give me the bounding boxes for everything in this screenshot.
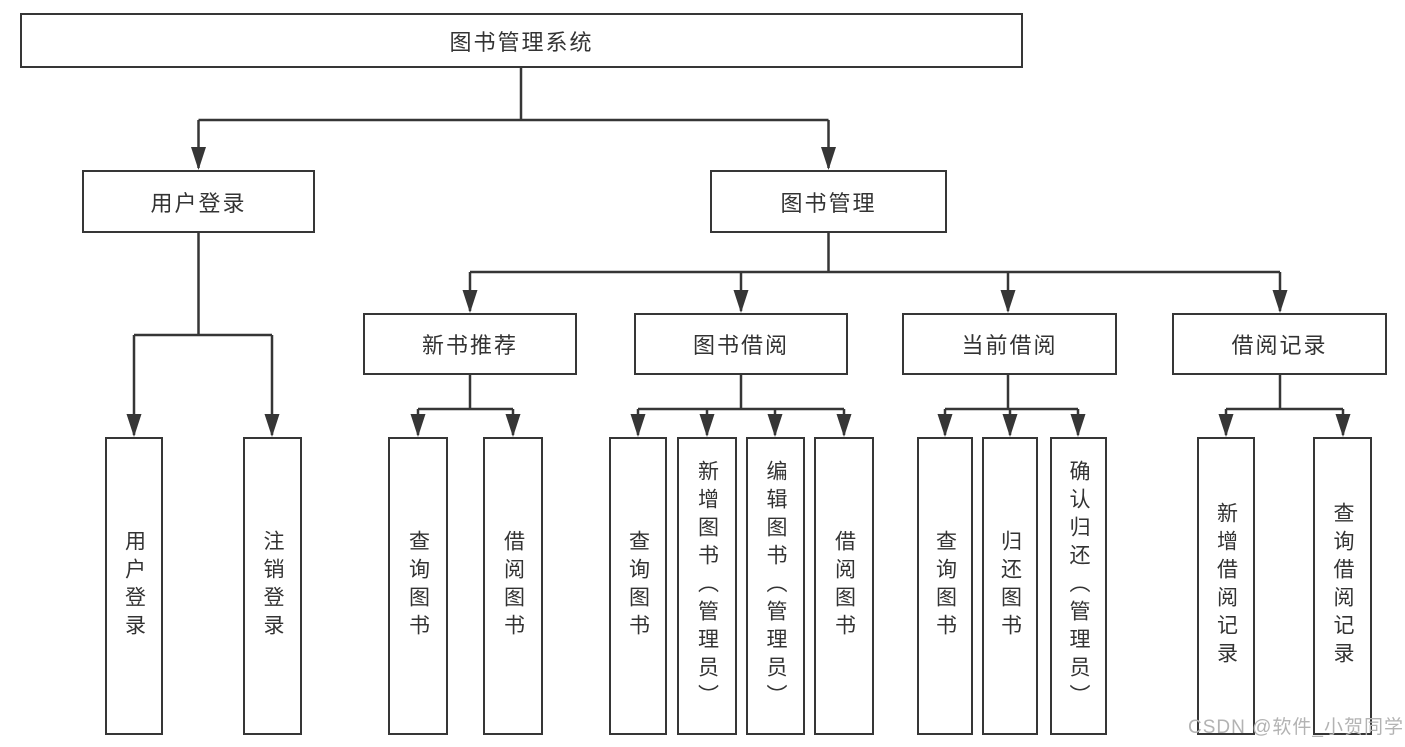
leaf-query-books-current: 查询图书	[917, 437, 973, 735]
leaf-label: 注销登录	[261, 530, 284, 642]
leaf-label: 查询图书	[933, 530, 957, 642]
leaf-borrow-books-borrowing: 借阅图书	[814, 437, 874, 735]
node-label: 图书管理系统	[449, 29, 594, 55]
node-label: 图书管理	[780, 190, 877, 216]
node-library-management-system: 图书管理系统	[20, 13, 1023, 68]
node-label: 借阅记录	[1231, 333, 1328, 358]
leaf-label: 归还图书	[998, 530, 1022, 642]
leaf-add-book-admin: 新增图书（管理员）	[677, 437, 737, 735]
leaf-query-borrow-record: 查询借阅记录	[1313, 437, 1372, 735]
leaf-add-borrow-record: 新增借阅记录	[1197, 437, 1255, 735]
node-new-book-recommend: 新书推荐	[363, 313, 577, 375]
leaf-confirm-return-admin: 确认归还（管理员）	[1050, 437, 1107, 735]
node-book-borrowing: 图书借阅	[634, 313, 848, 375]
leaf-query-books-borrowing: 查询图书	[609, 437, 667, 735]
node-label: 新书推荐	[421, 333, 518, 358]
leaf-label: 查询图书	[626, 530, 650, 642]
node-user-login: 用户登录	[82, 170, 315, 233]
node-book-management: 图书管理	[710, 170, 947, 233]
node-label: 当前借阅	[961, 333, 1058, 358]
leaf-label: 查询图书	[406, 530, 430, 642]
node-label: 用户登录	[150, 190, 247, 216]
leaf-query-books-recommend: 查询图书	[388, 437, 448, 735]
leaf-label: 编辑图书（管理员）	[764, 460, 787, 712]
leaf-borrow-books-recommend: 借阅图书	[483, 437, 543, 735]
leaf-label: 借阅图书	[832, 530, 856, 642]
csdn-watermark: CSDN @软件_小贺同学	[1188, 717, 1404, 738]
leaf-return-book: 归还图书	[982, 437, 1038, 735]
leaf-edit-book-admin: 编辑图书（管理员）	[746, 437, 805, 735]
leaf-logout: 注销登录	[243, 437, 302, 735]
node-current-borrowing: 当前借阅	[902, 313, 1117, 375]
leaf-label: 新增借阅记录	[1214, 502, 1238, 670]
leaf-label: 借阅图书	[501, 530, 525, 642]
leaf-user-login: 用户登录	[105, 437, 163, 735]
leaf-label: 查询借阅记录	[1331, 502, 1354, 670]
leaf-label: 用户登录	[122, 530, 146, 642]
leaf-label: 确认归还（管理员）	[1067, 460, 1090, 712]
node-label: 图书借阅	[692, 333, 789, 358]
leaf-label: 新增图书（管理员）	[695, 460, 719, 712]
node-borrowing-records: 借阅记录	[1172, 313, 1387, 375]
